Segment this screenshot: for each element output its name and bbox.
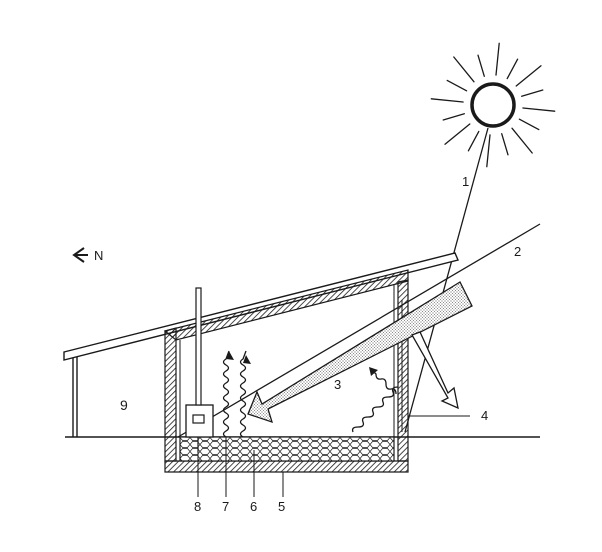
heat-wave-6-arrowhead <box>243 355 251 364</box>
sun-ray <box>477 54 485 77</box>
callout-2: 2 <box>514 244 521 259</box>
sun-ray <box>511 127 533 154</box>
sun-icon <box>430 42 556 168</box>
sun-ray <box>442 113 465 121</box>
callout-6: 6 <box>250 499 257 514</box>
sun-ray <box>446 79 468 92</box>
heat-wave-7 <box>222 350 230 438</box>
sun-ray <box>467 130 480 152</box>
chimney-flue <box>195 287 202 406</box>
heat-wave-6 <box>239 350 247 438</box>
sun-ray <box>521 89 544 97</box>
callout-9: 9 <box>120 397 128 413</box>
floor-slab <box>164 460 409 473</box>
callout-1: 1 <box>462 174 469 189</box>
sun-ray <box>506 58 519 80</box>
callout-4: 4 <box>481 408 488 423</box>
heat-wave-diagonal <box>351 386 399 433</box>
left-wall <box>164 327 177 462</box>
sun-ray <box>486 134 491 168</box>
north-label: N <box>94 248 103 263</box>
heat-wave-rising-arrowhead <box>369 367 378 376</box>
solar-beam-arrow <box>247 281 473 424</box>
sun-ray <box>518 118 540 131</box>
north-arrow-icon <box>72 247 88 263</box>
sunray-line-2 <box>177 223 541 438</box>
heat-wave-7-arrowhead <box>226 351 234 360</box>
right-wall <box>397 279 409 462</box>
callout-3: 3 <box>334 377 341 392</box>
heater-inner-box <box>192 414 205 424</box>
sun-ray <box>453 56 475 83</box>
callout-5: 5 <box>278 499 285 514</box>
reflected-beam-arrow <box>411 331 459 410</box>
sun-ray <box>430 98 464 103</box>
sunray-line-1 <box>404 127 489 433</box>
sun-ray <box>495 42 500 76</box>
sun-ray <box>515 65 542 87</box>
heat-wave-rising <box>370 368 397 395</box>
callout-7: 7 <box>222 499 229 514</box>
sun-ray <box>501 133 509 156</box>
sun-ray <box>444 123 471 145</box>
callout-8: 8 <box>194 499 201 514</box>
sun-ray <box>522 107 556 112</box>
rock-bed-storage <box>179 436 395 462</box>
north-indicator: N <box>72 247 103 263</box>
